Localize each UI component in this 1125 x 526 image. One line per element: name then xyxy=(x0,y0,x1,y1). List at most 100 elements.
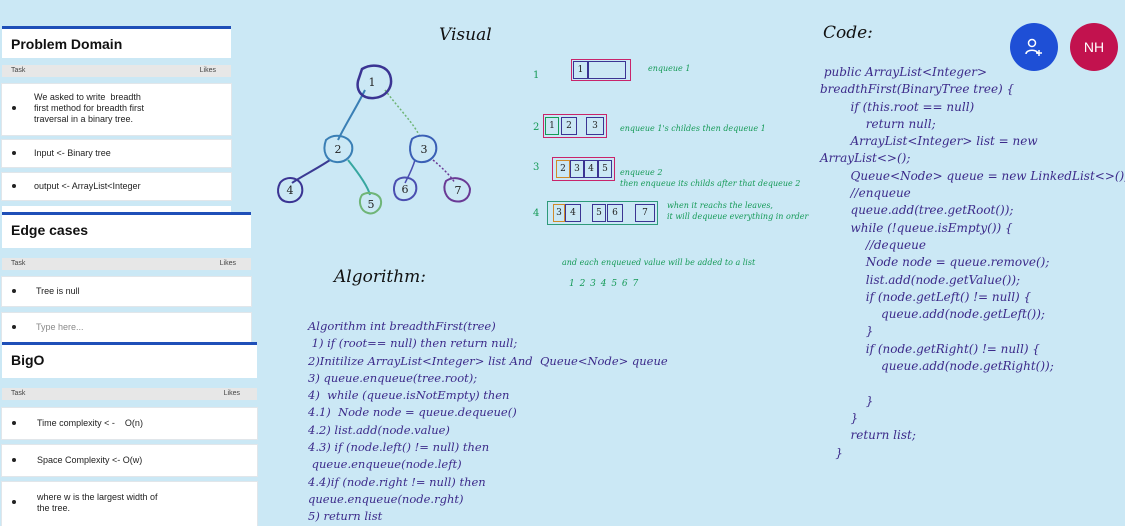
tree-edge xyxy=(347,159,371,196)
step-number: 2 xyxy=(533,122,540,133)
tree-node-label: 5 xyxy=(368,198,375,211)
queue-cell: 3 xyxy=(553,204,565,222)
tree-node: 5 xyxy=(359,192,383,215)
col-likes: Likes xyxy=(199,67,216,74)
code-heading: Code: xyxy=(823,23,873,43)
person-plus-icon xyxy=(1025,38,1042,56)
tree-node: 6 xyxy=(393,176,418,202)
item-text: output <- ArrayList<Integer xyxy=(34,181,141,191)
list-item[interactable]: Space Complexity <- O(w) xyxy=(2,445,257,476)
algorithm-heading: Algorithm: xyxy=(334,267,427,287)
card-title: Edge cases xyxy=(11,222,89,238)
tree-edge xyxy=(337,89,366,141)
item-text: where w is the largest width of the tree… xyxy=(37,492,158,513)
list-item[interactable]: Time complexity < - O(n) xyxy=(2,408,257,439)
card-header: Edge cases xyxy=(2,215,251,248)
item-text: Input <- Binary tree xyxy=(34,148,111,158)
new-item-input[interactable]: Type here... xyxy=(36,322,84,332)
user-avatar[interactable]: NH xyxy=(1070,23,1118,71)
tree-node: 3 xyxy=(409,134,438,164)
step-note: when it reachs the leaves, it will deque… xyxy=(667,201,809,221)
bullet xyxy=(12,106,16,110)
item-text: Tree is null xyxy=(36,286,80,296)
col-task: Task xyxy=(11,390,26,397)
step-number: 4 xyxy=(533,208,540,219)
queue-cell: 1 xyxy=(545,117,559,135)
step-note: enqueue 1's childes then dequeue 1 xyxy=(620,124,766,133)
step-number: 3 xyxy=(533,162,540,173)
tree-edge xyxy=(291,159,331,184)
queue-box xyxy=(571,59,631,81)
bullet xyxy=(12,421,16,425)
tree-node: 4 xyxy=(277,177,304,204)
column-header: Task Likes xyxy=(2,258,251,270)
tree-node-label: 4 xyxy=(287,184,294,197)
card-header: BigO xyxy=(2,345,257,378)
queue-cell: 3 xyxy=(570,160,584,178)
queue-cell: 4 xyxy=(584,160,598,178)
queue-cell: 5 xyxy=(598,160,612,178)
queue-cell xyxy=(588,61,626,79)
card-title: BigO xyxy=(11,352,45,368)
bullet xyxy=(12,325,16,329)
code-block: public ArrayList<Integer> breadthFirst(B… xyxy=(820,65,1125,460)
card-header: Problem Domain xyxy=(2,29,231,58)
item-text: We asked to write breadth first method f… xyxy=(34,92,145,124)
tree-edge xyxy=(432,159,456,184)
edge-cases-card: Edge cases Task Likes Tree is null Type … xyxy=(2,212,251,345)
list-item[interactable]: where w is the largest width of the tree… xyxy=(2,482,257,526)
tree-edge xyxy=(384,89,421,138)
list-item[interactable]: We asked to write breadth first method f… xyxy=(2,84,231,135)
queue-footer-note: and each enqueued value will be added to… xyxy=(562,258,756,267)
tree-node: 2 xyxy=(323,134,354,164)
tree-node-label: 6 xyxy=(402,183,409,196)
card-footer xyxy=(2,206,231,215)
queue-box xyxy=(552,157,615,181)
bullet xyxy=(12,500,16,504)
col-task: Task xyxy=(11,260,26,267)
add-user-button[interactable] xyxy=(1010,23,1058,71)
col-likes: Likes xyxy=(219,260,236,267)
bullet xyxy=(12,289,16,293)
item-text: Space Complexity <- O(w) xyxy=(37,455,143,465)
tree-node-label: 7 xyxy=(455,184,462,197)
column-header: Task Likes xyxy=(2,388,257,400)
visual-heading: Visual xyxy=(439,25,492,45)
list-item[interactable]: output <- ArrayList<Integer xyxy=(2,173,231,200)
binary-tree-diagram: 1 2 3 4 5 6 7 xyxy=(277,64,472,215)
step-note: enqueue 2 then enqueue its childs after … xyxy=(620,168,801,188)
tree-node-label: 1 xyxy=(369,76,376,89)
tree-edge xyxy=(404,159,416,184)
tree-node-label: 3 xyxy=(421,143,428,156)
problem-domain-card: Problem Domain Task Likes We asked to wr… xyxy=(2,26,231,215)
queue-result: 1 2 3 4 5 6 7 xyxy=(569,279,640,289)
step-number: 1 xyxy=(533,70,540,81)
bullet xyxy=(12,151,16,155)
queue-cell: 6 xyxy=(607,204,623,222)
queue-cell: 1 xyxy=(573,61,588,79)
new-item-input-row[interactable]: Type here... xyxy=(2,313,251,342)
queue-cell: 4 xyxy=(565,204,581,222)
queue-cell: 3 xyxy=(586,117,604,135)
queue-cell: 2 xyxy=(561,117,577,135)
algorithm-text: Algorithm int breadthFirst(tree) 1) if (… xyxy=(308,319,668,524)
card-title: Problem Domain xyxy=(11,36,123,52)
queue-box xyxy=(547,201,658,225)
list-item[interactable]: Input <- Binary tree xyxy=(2,140,231,167)
queue-box xyxy=(543,114,607,138)
column-header: Task Likes xyxy=(2,65,231,77)
queue-cell: 2 xyxy=(556,160,570,178)
bullet xyxy=(12,184,16,188)
bullet xyxy=(12,458,16,462)
queue-cell: 7 xyxy=(635,204,655,222)
bigo-card: BigO Task Likes Time complexity < - O(n)… xyxy=(2,342,257,526)
tree-node-label: 2 xyxy=(335,143,342,156)
col-task: Task xyxy=(11,67,26,74)
tree-node: 7 xyxy=(443,177,472,203)
col-likes: Likes xyxy=(223,390,240,397)
item-text: Time complexity < - O(n) xyxy=(37,418,143,428)
step-note: enqueue 1 xyxy=(648,64,691,73)
queue-cell: 5 xyxy=(592,204,606,222)
tree-node: 1 xyxy=(356,64,393,100)
list-item[interactable]: Tree is null xyxy=(2,277,251,306)
